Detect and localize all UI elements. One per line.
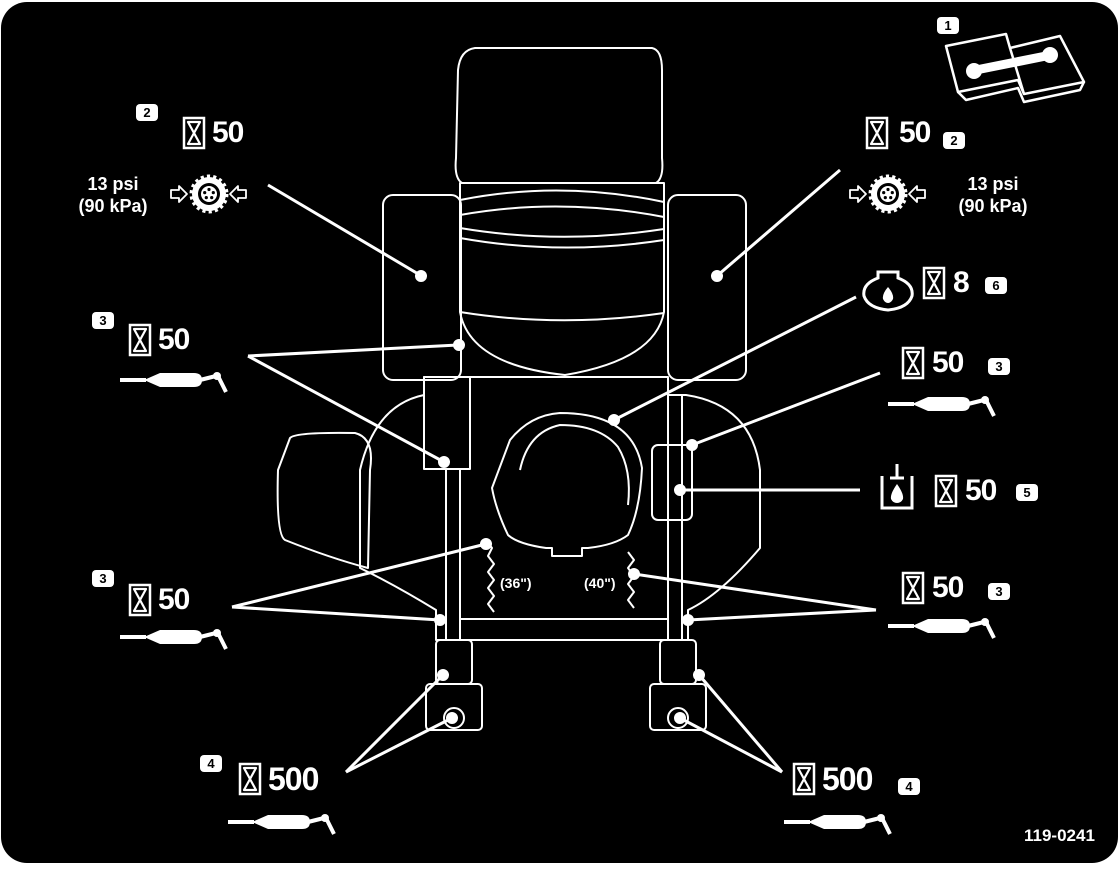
caster-right-badge: 4 [898, 778, 920, 795]
pointer-lines [231, 168, 881, 774]
caster-right-interval: 500 [822, 761, 873, 797]
tire-right-badge: 2 [943, 132, 965, 149]
grease-lower-left-badge: 3 [92, 570, 114, 587]
tire-right-pressure: 13 psi (90 kPa) [938, 173, 1048, 217]
grease-upper-left-badge: 3 [92, 312, 114, 329]
engine-oil-interval: 8 [953, 266, 970, 299]
spring-right-length: (40") [584, 575, 616, 591]
hydraulic-reservoir-icon [880, 464, 914, 510]
tire-left-kpa: (90 kPa) [78, 196, 148, 216]
caster-left-badge: 4 [200, 755, 222, 772]
tire-icon [871, 177, 905, 211]
hydraulic-badge: 5 [1016, 484, 1038, 501]
spring-left-length: (36") [500, 575, 532, 591]
hydraulic-interval: 50 [965, 474, 997, 507]
part-number: 119-0241 [1024, 826, 1095, 845]
tire-right-kpa: (90 kPa) [958, 196, 1028, 216]
grease-lower-right-badge: 3 [988, 583, 1010, 600]
tire-right-psi: 13 psi [967, 174, 1019, 194]
tire-left-interval: 50 [212, 116, 244, 149]
grease-upper-left-interval: 50 [158, 323, 190, 356]
manual-badge: 1 [937, 17, 959, 34]
grease-lower-left-interval: 50 [158, 583, 190, 616]
mower-outline [276, 47, 761, 731]
tire-left-badge: 2 [136, 104, 158, 121]
grease-upper-right-interval: 50 [932, 346, 964, 379]
tire-left-pressure: 13 psi (90 kPa) [58, 173, 168, 217]
grease-upper-right-badge: 3 [988, 358, 1010, 375]
caster-left-interval: 500 [268, 761, 319, 797]
oil-drop-icon [862, 270, 914, 312]
operator-manual-icon [944, 32, 1086, 104]
tire-icon [192, 177, 226, 211]
grease-lower-right-interval: 50 [932, 571, 964, 604]
tire-left-psi: 13 psi [87, 174, 139, 194]
engine-oil-badge: 6 [985, 277, 1007, 294]
tire-right-interval: 50 [899, 116, 931, 149]
